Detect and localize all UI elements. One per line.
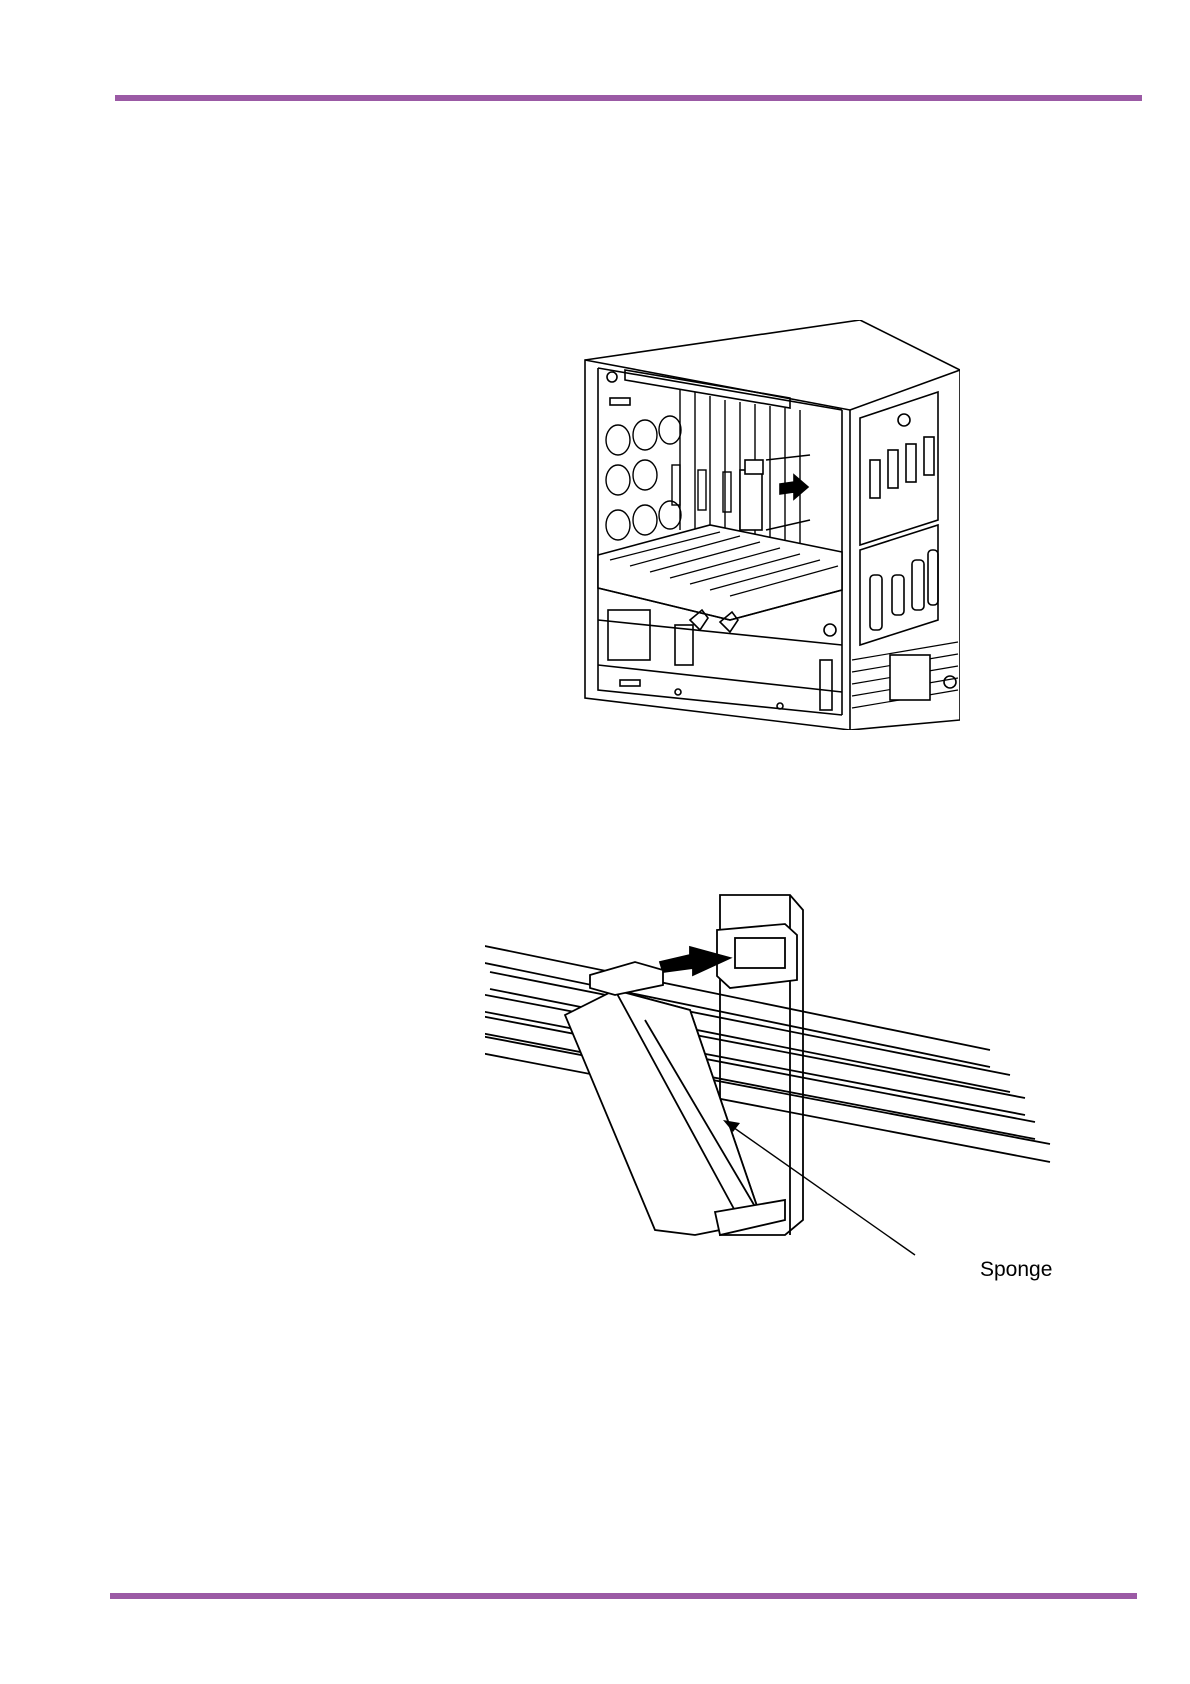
footer-rule bbox=[110, 1593, 1137, 1599]
clamp-illustration: Sponge bbox=[485, 890, 1065, 1290]
cabinet-illustration bbox=[580, 320, 960, 730]
header-rule bbox=[115, 95, 1142, 101]
sponge-label: Sponge bbox=[980, 1258, 1052, 1282]
